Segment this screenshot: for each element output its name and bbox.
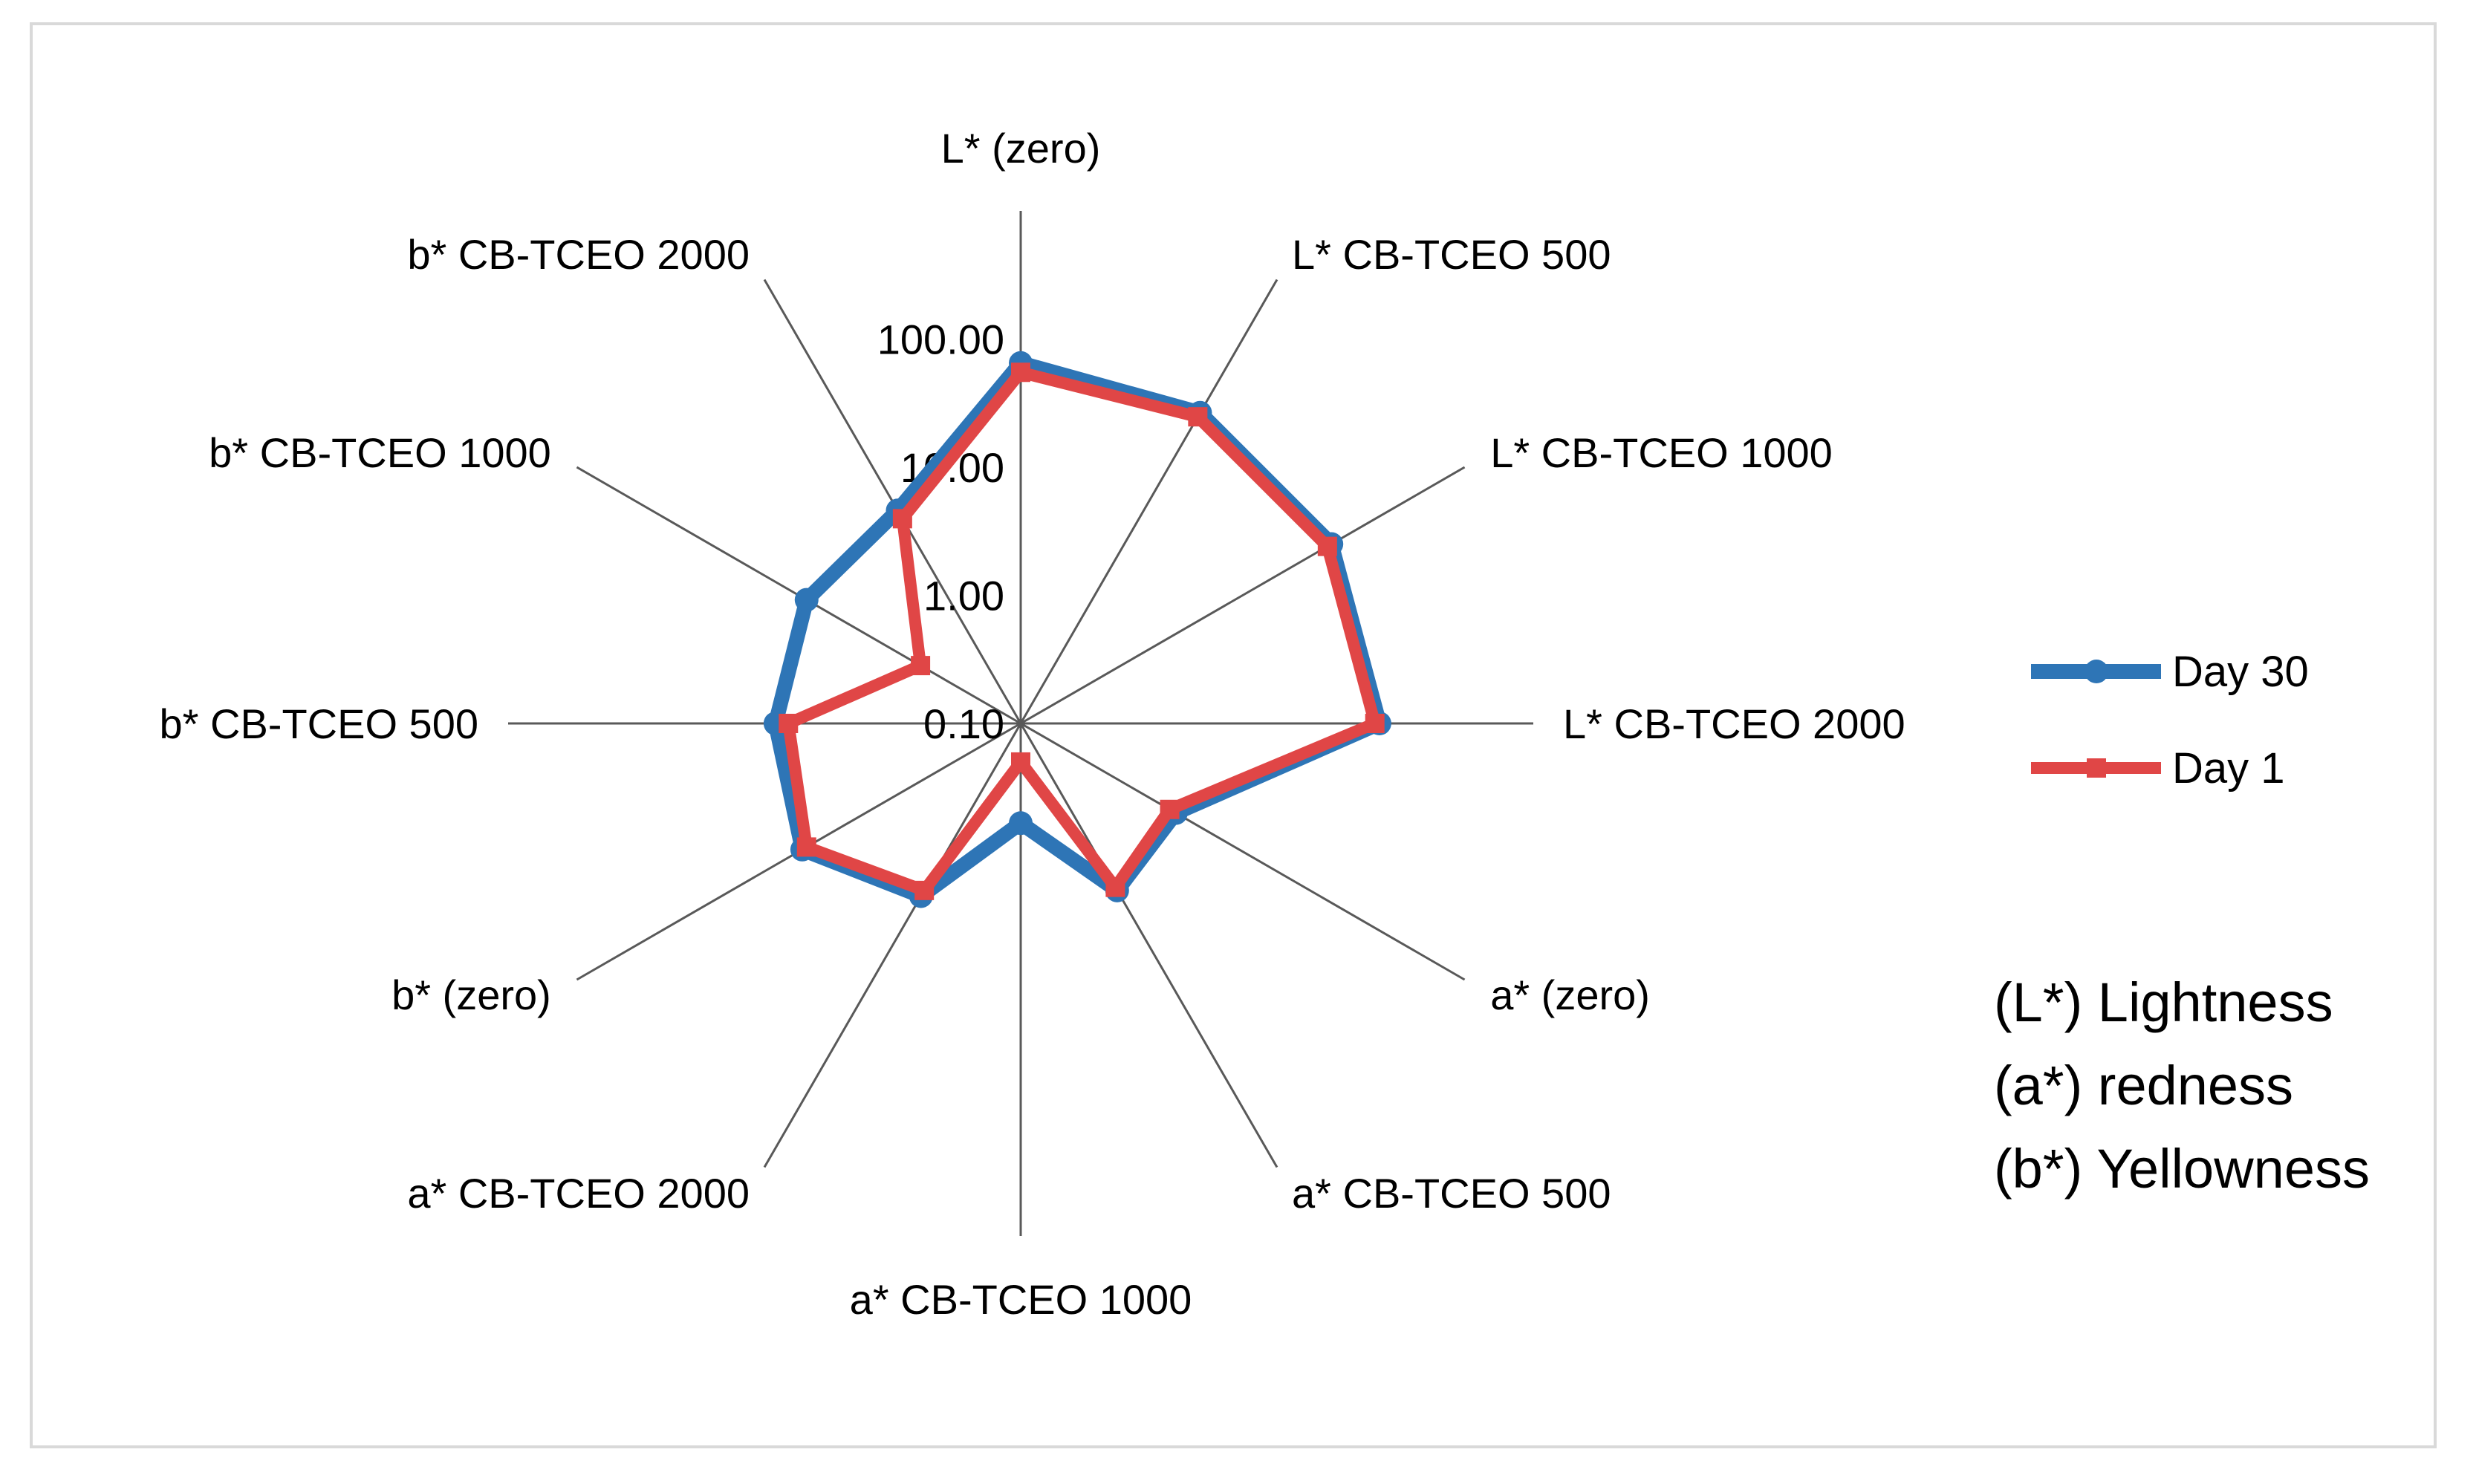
data-point [914,880,935,900]
axis-label: b* CB-TCEO 2000 [407,231,750,278]
data-point [1011,752,1030,772]
spoke [1020,722,1466,981]
tick-label: 1.00 [923,573,1004,619]
axis-label: b* CB-TCEO 500 [160,700,479,747]
axis-label: b* CB-TCEO 1000 [209,429,551,476]
axis-label: b* (zero) [391,972,551,1018]
spoke [1019,279,1278,724]
axis-label: L* (zero) [941,125,1101,172]
series-line-1 [782,366,1381,896]
data-point [1365,714,1385,733]
data-point [1009,811,1033,836]
series-line-0 [767,355,1387,904]
legend-label: Day 1 [2172,744,2285,793]
data-point [1011,362,1030,383]
note-lightness: (L*) Lightness [1994,972,2333,1033]
legend-marker [2087,758,2106,778]
axis-label: L* CB-TCEO 1000 [1490,429,1833,476]
spoke [763,723,1022,1168]
data-point [794,588,819,612]
axis-label: a* (zero) [1490,972,1650,1018]
legend: Day 30 Day 1 [2031,648,2309,793]
note-yellowness: (b*) Yellowness [1994,1138,2370,1200]
legend-label: Day 30 [2172,648,2309,696]
data-point [1317,536,1337,556]
spoke [1020,466,1466,725]
notes: (L*) Lightness (a*) redness (b*) Yellown… [1994,961,2370,1211]
tick-label: 100.00 [877,316,1004,363]
data-point [892,509,912,529]
axis-label: L* CB-TCEO 500 [1292,231,1611,278]
series-layer [763,351,1391,908]
axis-labels: L* (zero) L* CB-TCEO 500 L* CB-TCEO 1000L*… [160,125,1905,1323]
data-point [779,714,799,733]
axis-label: a* CB-TCEO 500 [1292,1170,1611,1217]
axis-label: a* CB-TCEO 1000 [850,1276,1192,1323]
note-redness: (a*) redness [1994,1055,2294,1116]
axis-label: a* CB-TCEO 2000 [407,1170,750,1217]
data-point [1105,877,1125,897]
data-point [911,656,931,676]
tick-label: 0.10 [923,700,1004,747]
axis-label: L* CB-TCEO 2000 [1563,700,1905,747]
data-point [1188,407,1208,427]
data-point [1160,799,1180,819]
legend-marker [2085,660,2108,683]
spoke [1019,723,1278,1168]
data-point [796,837,816,857]
